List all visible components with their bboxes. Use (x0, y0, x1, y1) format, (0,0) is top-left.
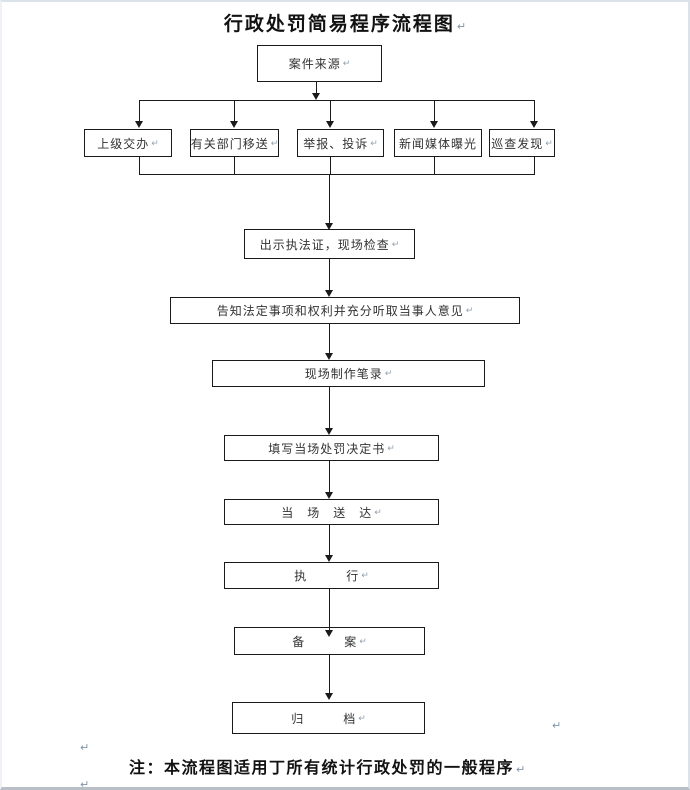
paragraph-mark-icon: ↵ (391, 238, 400, 249)
flow-node-label: 举报、投诉 (303, 136, 369, 151)
flow-node-label: 填写当场处罚决定书 (268, 441, 386, 456)
flow-arrow-down (230, 100, 239, 128)
flow-node-label: 有关部门移送 (190, 136, 269, 151)
paragraph-mark-icon: ↵ (270, 137, 279, 148)
flow-node-label: 出示执法证，现场检查 (259, 237, 390, 252)
flow-node-label: 上级交办 (97, 136, 150, 151)
paragraph-mark-icon: ↵ (387, 442, 395, 453)
flow-arrow-down (325, 387, 334, 435)
flow-node-archiving[interactable]: 归 档↵ (232, 702, 425, 734)
connector-line (330, 157, 331, 174)
flow-node-fill-penalty-decision[interactable]: 填写当场处罚决定书↵ (224, 435, 439, 461)
flow-arrow-down (430, 100, 439, 128)
paragraph-mark-icon: ↵ (374, 506, 382, 517)
paragraph-mark-icon: ↵ (456, 21, 467, 33)
flow-node-inspection-discovery[interactable]: 巡查发现↵ (489, 129, 555, 157)
paragraph-mark-icon: ↵ (545, 137, 553, 148)
flow-node-inform-rights[interactable]: 告知法定事项和权利并充分听取当事人意见↵ (170, 297, 520, 324)
flow-node-execution[interactable]: 执 行↵ (224, 562, 439, 589)
flow-arrow-down (325, 589, 334, 637)
flow-arrow-down (530, 100, 539, 128)
paragraph-mark-icon: ↵ (465, 305, 474, 315)
paragraph-mark-icon: ↵ (359, 635, 367, 646)
connector-line (139, 174, 535, 175)
paragraph-mark-icon: ↵ (80, 742, 90, 754)
flow-node-show-credentials-inspect[interactable]: 出示执法证，现场检查↵ (244, 229, 415, 259)
flow-node-label: 案件来源 (288, 57, 341, 71)
paragraph-mark-icon: ↵ (80, 779, 90, 790)
connector-line (234, 157, 235, 174)
flow-arrow-down (135, 100, 144, 128)
footnote-text: 注：本流程图适用丁所有统计行政处罚的一般程序 (129, 760, 515, 777)
paragraph-mark-icon: ↵ (151, 137, 159, 148)
connector-line (139, 100, 535, 101)
flow-node-onsite-record[interactable]: 现场制作笔录↵ (212, 360, 485, 387)
flow-arrow-down (325, 324, 334, 360)
flow-node-onspot-delivery[interactable]: 当 场 送 达↵ (224, 499, 439, 525)
flow-arrow-down (325, 259, 334, 297)
flow-node-superior-assignment[interactable]: 上级交办↵ (84, 129, 172, 157)
paragraph-mark-icon: ↵ (361, 570, 369, 580)
flow-node-label: 现场制作笔录 (304, 367, 383, 381)
flow-node-report-complaint[interactable]: 举报、投诉↵ (297, 129, 384, 157)
connector-line (534, 157, 535, 174)
flow-node-label: 当 场 送 达 (281, 505, 373, 520)
paragraph-mark-icon: ↵ (358, 712, 366, 723)
flow-node-case-source[interactable]: 案件来源↵ (257, 45, 382, 82)
paragraph-mark-icon: ↵ (342, 58, 351, 68)
page-title: 行政处罚简易程序流程图↵ (2, 9, 688, 36)
flow-arrow-down (325, 461, 334, 499)
flow-node-label: 告知法定事项和权利并充分听取当事人意见 (216, 304, 464, 318)
flow-arrow-down (325, 525, 334, 562)
paragraph-mark-icon: ↵ (384, 368, 393, 378)
flow-node-department-transfer[interactable]: 有关部门移送↵ (190, 129, 279, 157)
flow-node-label: 巡查发现 (491, 136, 544, 151)
flow-node-media-exposure[interactable]: 新闻媒体曝光 (394, 129, 482, 157)
paragraph-mark-icon: ↵ (516, 764, 526, 776)
flow-node-label: 归 档 (291, 711, 357, 726)
flow-node-label: 备 案 (292, 634, 358, 649)
paragraph-mark-icon: ↵ (370, 137, 378, 148)
flow-arrow-down (326, 100, 335, 128)
page-title-text: 行政处罚简易程序流程图 (223, 14, 455, 35)
flow-node-label: 新闻媒体曝光 (398, 136, 477, 151)
connector-line (434, 157, 435, 174)
flow-arrow-down (325, 174, 334, 230)
flow-node-label: 执 行 (294, 569, 360, 583)
footnote: 注：本流程图适用丁所有统计行政处罚的一般程序↵ (129, 754, 525, 778)
paragraph-mark-icon: ↵ (552, 720, 562, 732)
connector-line (139, 157, 140, 174)
flow-arrow-down (325, 655, 334, 700)
flow-arrow-down (312, 82, 321, 100)
